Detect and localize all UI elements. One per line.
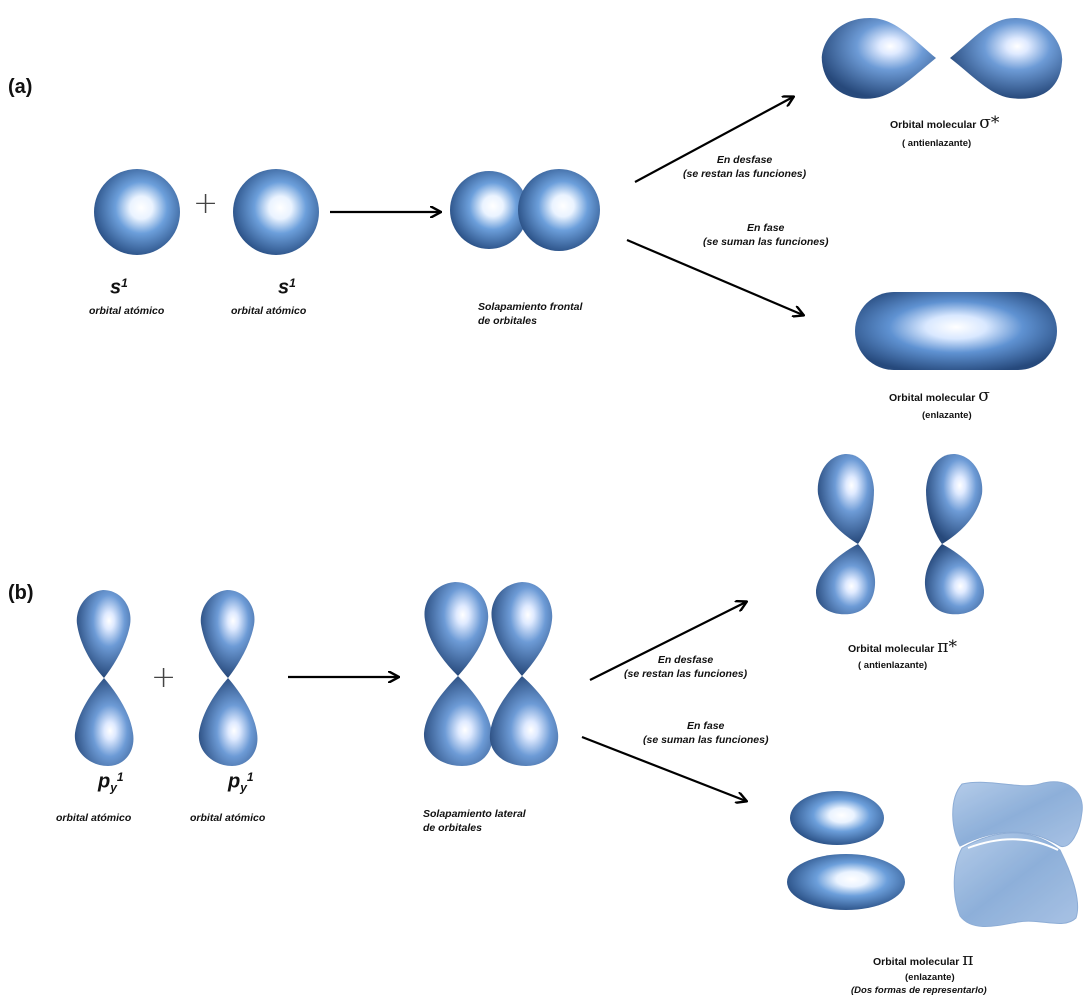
s-orbital-1-symbol: s1	[110, 276, 128, 299]
s-superscript: 1	[121, 276, 128, 290]
frontal-overlap-shape	[450, 169, 600, 251]
py-orbital-1-symbol: py1	[98, 770, 124, 795]
s-symbol: s	[278, 276, 289, 298]
s-orbital-1	[94, 169, 180, 255]
sigma-star-sub: ( antienlazante)	[902, 138, 971, 149]
overlap-label-a1: Solapamiento frontal	[478, 301, 582, 313]
p-subscript: y	[240, 781, 247, 795]
pi-star-symbol: π*	[937, 637, 957, 657]
pi-sub: (enlazante)	[905, 972, 955, 983]
p-superscript: 1	[247, 770, 254, 784]
out-of-phase-label-a: En desfase (se restan las funciones)	[683, 153, 806, 181]
in-phase-arrow-a	[627, 240, 803, 315]
sigma-symbol: σ	[978, 386, 990, 406]
overlap-label-a2: de orbitales	[478, 315, 537, 327]
atomic-orbital-label-a2: orbital atómico	[231, 305, 306, 317]
atomic-orbital-label-a1: orbital atómico	[89, 305, 164, 317]
py-orbital-1	[75, 590, 134, 766]
p-symbol: p	[228, 770, 240, 792]
sigma-title: Orbital molecular	[889, 392, 975, 404]
out-of-phase-desc-a: (se restan las funciones)	[683, 167, 806, 181]
py-orbital-2-symbol: py1	[228, 770, 254, 795]
s-orbital-2	[233, 169, 319, 255]
lateral-overlap-shape	[424, 582, 558, 766]
out-of-phase-title-a: En desfase	[683, 153, 806, 167]
sigma-star-symbol: σ*	[979, 113, 999, 133]
in-phase-title-a: En fase	[703, 221, 828, 235]
sigma-star-orbital	[822, 18, 1062, 99]
out-of-phase-label-b: En desfase (se restan las funciones)	[624, 653, 747, 681]
sigma-star-title: Orbital molecular	[890, 119, 976, 131]
pi-star-label: Orbital molecular π*	[848, 637, 957, 657]
sigma-bonding-orbital	[855, 292, 1057, 370]
out-of-phase-title-b: En desfase	[624, 653, 747, 667]
py-orbital-2	[199, 590, 258, 766]
pi-star-title: Orbital molecular	[848, 643, 934, 655]
s-orbital-2-symbol: s1	[278, 276, 296, 299]
in-phase-desc-b: (se suman las funciones)	[643, 733, 768, 747]
s-superscript: 1	[289, 276, 296, 290]
plus-sign-a: +	[193, 186, 218, 221]
p-symbol: p	[98, 770, 110, 792]
sigma-sub: (enlazante)	[922, 410, 972, 421]
pi-bonding-orbital-form-1	[787, 791, 905, 910]
out-of-phase-desc-b: (se restan las funciones)	[624, 667, 747, 681]
pi-label: Orbital molecular π	[873, 950, 973, 970]
atomic-orbital-label-b1: orbital atómico	[56, 812, 131, 824]
pi-title: Orbital molecular	[873, 956, 959, 968]
s-symbol: s	[110, 276, 121, 298]
in-phase-label-b: En fase (se suman las funciones)	[643, 719, 768, 747]
sigma-star-label: Orbital molecular σ*	[890, 113, 999, 133]
p-subscript: y	[110, 781, 117, 795]
part-a-label: (a)	[8, 76, 32, 99]
pi-symbol: π	[962, 950, 973, 970]
p-superscript: 1	[117, 770, 124, 784]
sigma-label: Orbital molecular σ	[889, 386, 990, 406]
in-phase-desc-a: (se suman las funciones)	[703, 235, 828, 249]
pi-bonding-orbital-form-2	[953, 782, 1083, 927]
overlap-label-b1: Solapamiento lateral	[423, 808, 526, 820]
atomic-orbital-label-b2: orbital atómico	[190, 812, 265, 824]
in-phase-label-a: En fase (se suman las funciones)	[703, 221, 828, 249]
pi-star-orbital	[816, 454, 984, 614]
plus-sign-b: +	[151, 660, 176, 695]
part-b-label: (b)	[8, 582, 34, 605]
pi-note: (Dos formas de representarlo)	[851, 985, 987, 996]
pi-star-sub: ( antienlazante)	[858, 660, 927, 671]
overlap-label-b2: de orbitales	[423, 822, 482, 834]
in-phase-title-b: En fase	[643, 719, 768, 733]
